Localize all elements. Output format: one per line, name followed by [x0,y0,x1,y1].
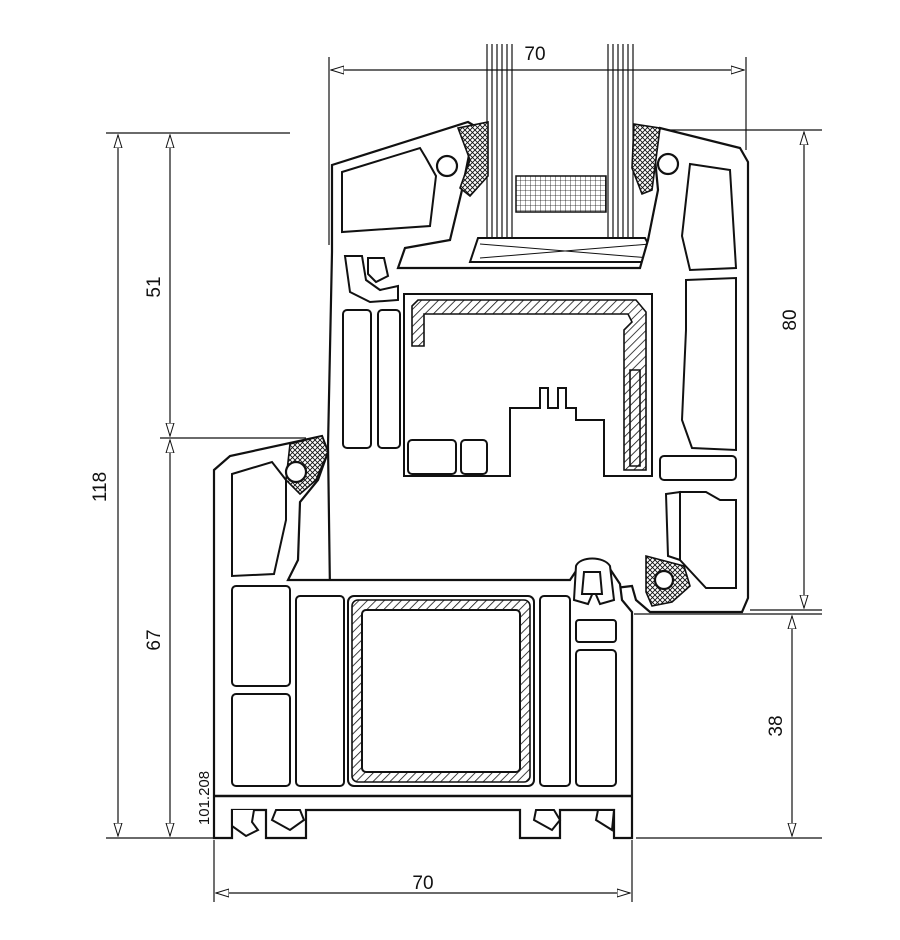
dimension-bottom-width: 70 [213,840,633,902]
sash-height-label: 51 [144,276,165,297]
bottom-width-label: 70 [412,873,433,894]
right-lower-height-label: 38 [766,715,787,736]
frame-height-label: 67 [144,629,165,650]
sash-profile [326,120,750,614]
glazing-block [468,237,660,263]
dimension-sash-height: 51 [144,135,306,439]
dimension-top-width: 70 [328,42,747,245]
dimension-right-lower-height: 38 [634,613,822,839]
desiccant-spacer [515,175,607,213]
glazing-unit [468,44,660,263]
total-height-label: 118 [90,472,111,502]
top-width-label: 70 [524,44,545,65]
dimension-right-height: 80 [660,129,822,611]
right-height-label: 80 [780,309,801,330]
frame-profile [212,434,634,840]
dimension-total-height: 118 [90,132,290,839]
profile-code-label: 101.208 [196,771,213,825]
dimension-frame-height: 67 [144,440,170,836]
dimension-profile-code: 101.208 [196,771,213,825]
